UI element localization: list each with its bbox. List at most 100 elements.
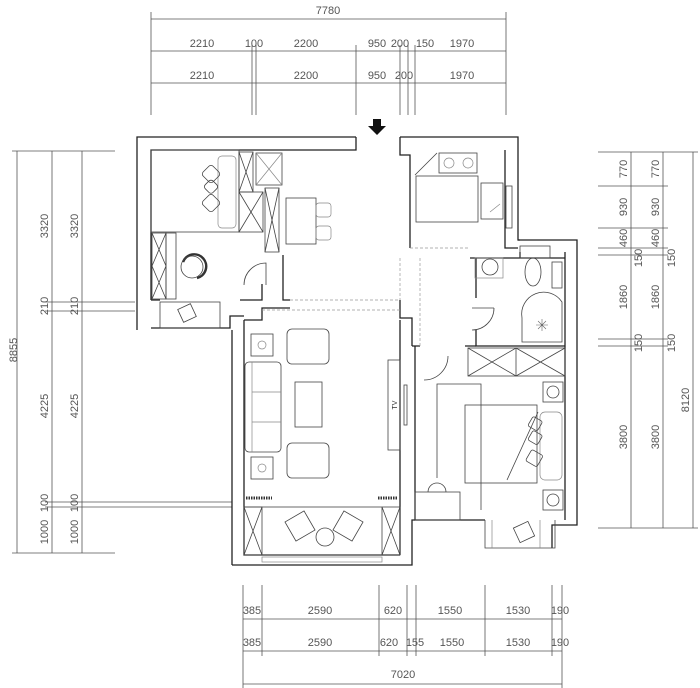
balcony-planter (159, 301, 221, 329)
dim-label: 950 (368, 70, 386, 82)
dim-left-total: 8855 (8, 338, 20, 362)
dim-label: 200 (391, 38, 409, 50)
dim-label: 210 (39, 297, 51, 315)
dim-label: 1530 (506, 605, 530, 617)
dim-label: 2590 (308, 637, 332, 649)
pillow (539, 411, 563, 481)
shower (521, 291, 563, 343)
wardrobe (151, 151, 283, 300)
window (519, 245, 551, 259)
dim-label: 210 (69, 297, 81, 315)
bed (150, 149, 240, 233)
top-dimensions: 7780 2210 100 2200 950 200 150 1970 2210… (150, 5, 507, 115)
balcony (243, 506, 401, 556)
chair-icon (315, 225, 332, 241)
dim-label: 770 (650, 160, 662, 178)
armchair (286, 328, 330, 365)
pillow (217, 155, 237, 229)
basin-counter (474, 257, 504, 279)
nightstand (542, 489, 564, 511)
chair-icon (177, 303, 197, 323)
toilet-icon (524, 257, 542, 287)
desk (285, 197, 317, 245)
side-table (250, 333, 274, 357)
bottom-dimensions: 385 2590 620 1550 1530 190 385 2590 620 … (242, 585, 569, 688)
burner-icon (443, 157, 455, 169)
dim-label: 460 (618, 229, 630, 247)
door-swing (414, 152, 438, 176)
dim-label: 190 (551, 637, 569, 649)
dim-label: 3800 (618, 425, 630, 449)
stove (438, 152, 478, 174)
dim-label: 1860 (618, 285, 630, 309)
dim-right-total: 8120 (680, 388, 692, 412)
dim-label: 2200 (294, 38, 318, 50)
dim-label: 100 (69, 494, 81, 512)
dim-label: 3320 (69, 214, 81, 238)
bathroom (471, 245, 563, 343)
sink (480, 182, 504, 220)
dim-label: 1970 (450, 38, 474, 50)
dim-label: 150 (666, 249, 678, 267)
dim-label: 930 (618, 198, 630, 216)
chair-icon (525, 449, 543, 467)
side-table (250, 456, 274, 480)
dim-label: 1860 (650, 285, 662, 309)
tv (403, 384, 408, 426)
dresser (414, 491, 461, 521)
door-swing (243, 262, 267, 286)
window (261, 556, 383, 563)
dim-label: 2210 (190, 70, 214, 82)
dim-label: 385 (243, 637, 261, 649)
tv-label: TV (392, 400, 399, 409)
dim-label: 1550 (440, 637, 464, 649)
window (505, 185, 513, 229)
living-room: TV (243, 328, 408, 563)
dim-label: 460 (650, 229, 662, 247)
tv-cabinet (387, 359, 401, 451)
dim-label: 620 (380, 637, 398, 649)
dim-label: 1530 (506, 637, 530, 649)
dim-label: 200 (395, 70, 413, 82)
dim-label: 155 (406, 637, 424, 649)
dim-label: 3800 (650, 425, 662, 449)
counter (415, 175, 479, 223)
dim-label: 1550 (438, 605, 462, 617)
faucet-icon (489, 203, 501, 213)
door-swing (423, 355, 449, 381)
master-bedroom (414, 347, 566, 548)
dim-label: 2200 (294, 70, 318, 82)
dim-label: 950 (368, 38, 386, 50)
study-room (150, 149, 332, 329)
sink-icon (481, 258, 499, 276)
chair-icon (528, 430, 543, 445)
bed-frame (436, 383, 482, 510)
washer-icon (551, 261, 563, 289)
dim-label: 4225 (39, 394, 51, 418)
dim-label: 150 (633, 249, 645, 267)
nightstand (542, 381, 564, 403)
dim-label: 4225 (69, 394, 81, 418)
arrow-down-icon (368, 119, 386, 135)
chair-icon (315, 202, 332, 218)
wardrobe (467, 347, 566, 377)
dim-label: 385 (243, 605, 261, 617)
lamp-icon (257, 340, 267, 350)
dim-label: 190 (551, 605, 569, 617)
lamp-icon (257, 463, 267, 473)
sofa (244, 361, 282, 453)
chair-icon (528, 416, 543, 431)
dim-label: 770 (618, 160, 630, 178)
right-dimensions: 8120 770 930 460 150 1860 150 3800 770 9… (598, 151, 698, 529)
kitchen (414, 152, 513, 229)
dim-label: 100 (245, 38, 263, 50)
dim-label: 1000 (39, 520, 51, 544)
dim-label: 1000 (69, 520, 81, 544)
dim-label: 2210 (190, 38, 214, 50)
walls (136, 136, 578, 566)
dim-top-total: 7780 (316, 5, 340, 17)
lamp-icon (546, 493, 560, 507)
bed (464, 404, 538, 484)
chair-icon (201, 164, 221, 213)
dim-label: 100 (39, 494, 51, 512)
